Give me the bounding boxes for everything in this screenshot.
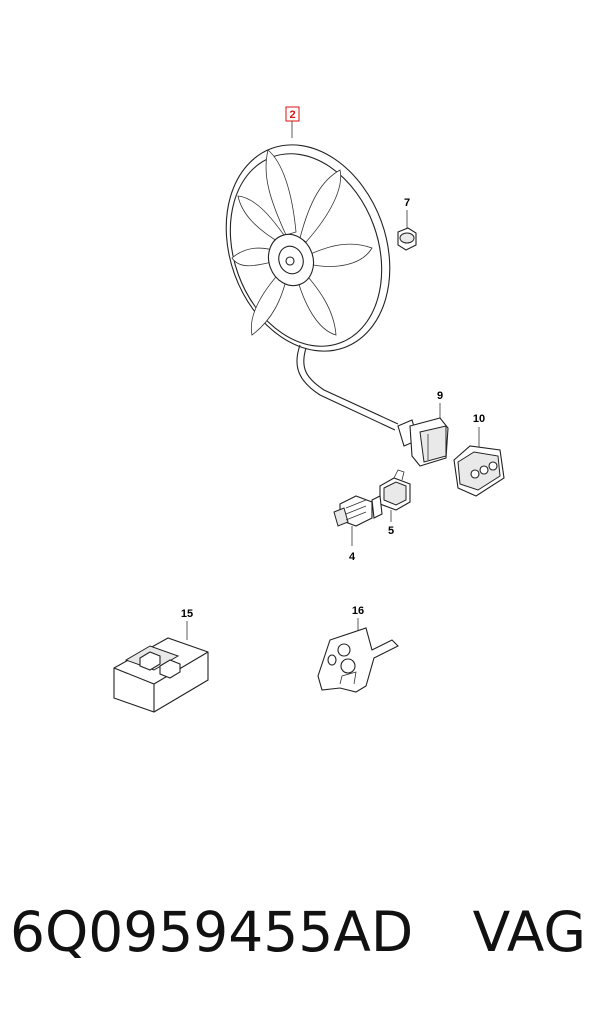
- connector-plug: [397, 417, 449, 467]
- callout-label-control-unit[interactable]: 15: [181, 608, 193, 620]
- callout-label-nut[interactable]: 7: [404, 197, 410, 209]
- callout-fan[interactable]: 2: [285, 106, 300, 122]
- callout-label-connector-housing[interactable]: 10: [473, 413, 485, 425]
- footer: 6Q0959455AD VAG: [0, 900, 600, 990]
- temperature-sensor: [333, 495, 383, 527]
- parts-exploded-diagram: 2 7 9 1: [113, 106, 505, 713]
- hex-nut: [397, 227, 417, 251]
- part-number: 6Q0959455AD: [10, 900, 414, 964]
- fan-blades: [231, 149, 373, 336]
- mounting-bracket: [317, 627, 399, 693]
- control-unit: [113, 637, 209, 713]
- connector-housing: [453, 445, 505, 497]
- sensor-connector: [379, 469, 411, 511]
- callout-label-temp-sensor[interactable]: 4: [349, 551, 356, 563]
- radiator-fan: [225, 144, 399, 431]
- brand-label: VAG: [472, 900, 586, 964]
- callout-label-fan: 2: [289, 109, 295, 121]
- callout-label-sensor-connector[interactable]: 5: [388, 525, 394, 537]
- callout-label-bracket[interactable]: 16: [352, 605, 364, 617]
- callout-label-connector-plug[interactable]: 9: [437, 390, 443, 402]
